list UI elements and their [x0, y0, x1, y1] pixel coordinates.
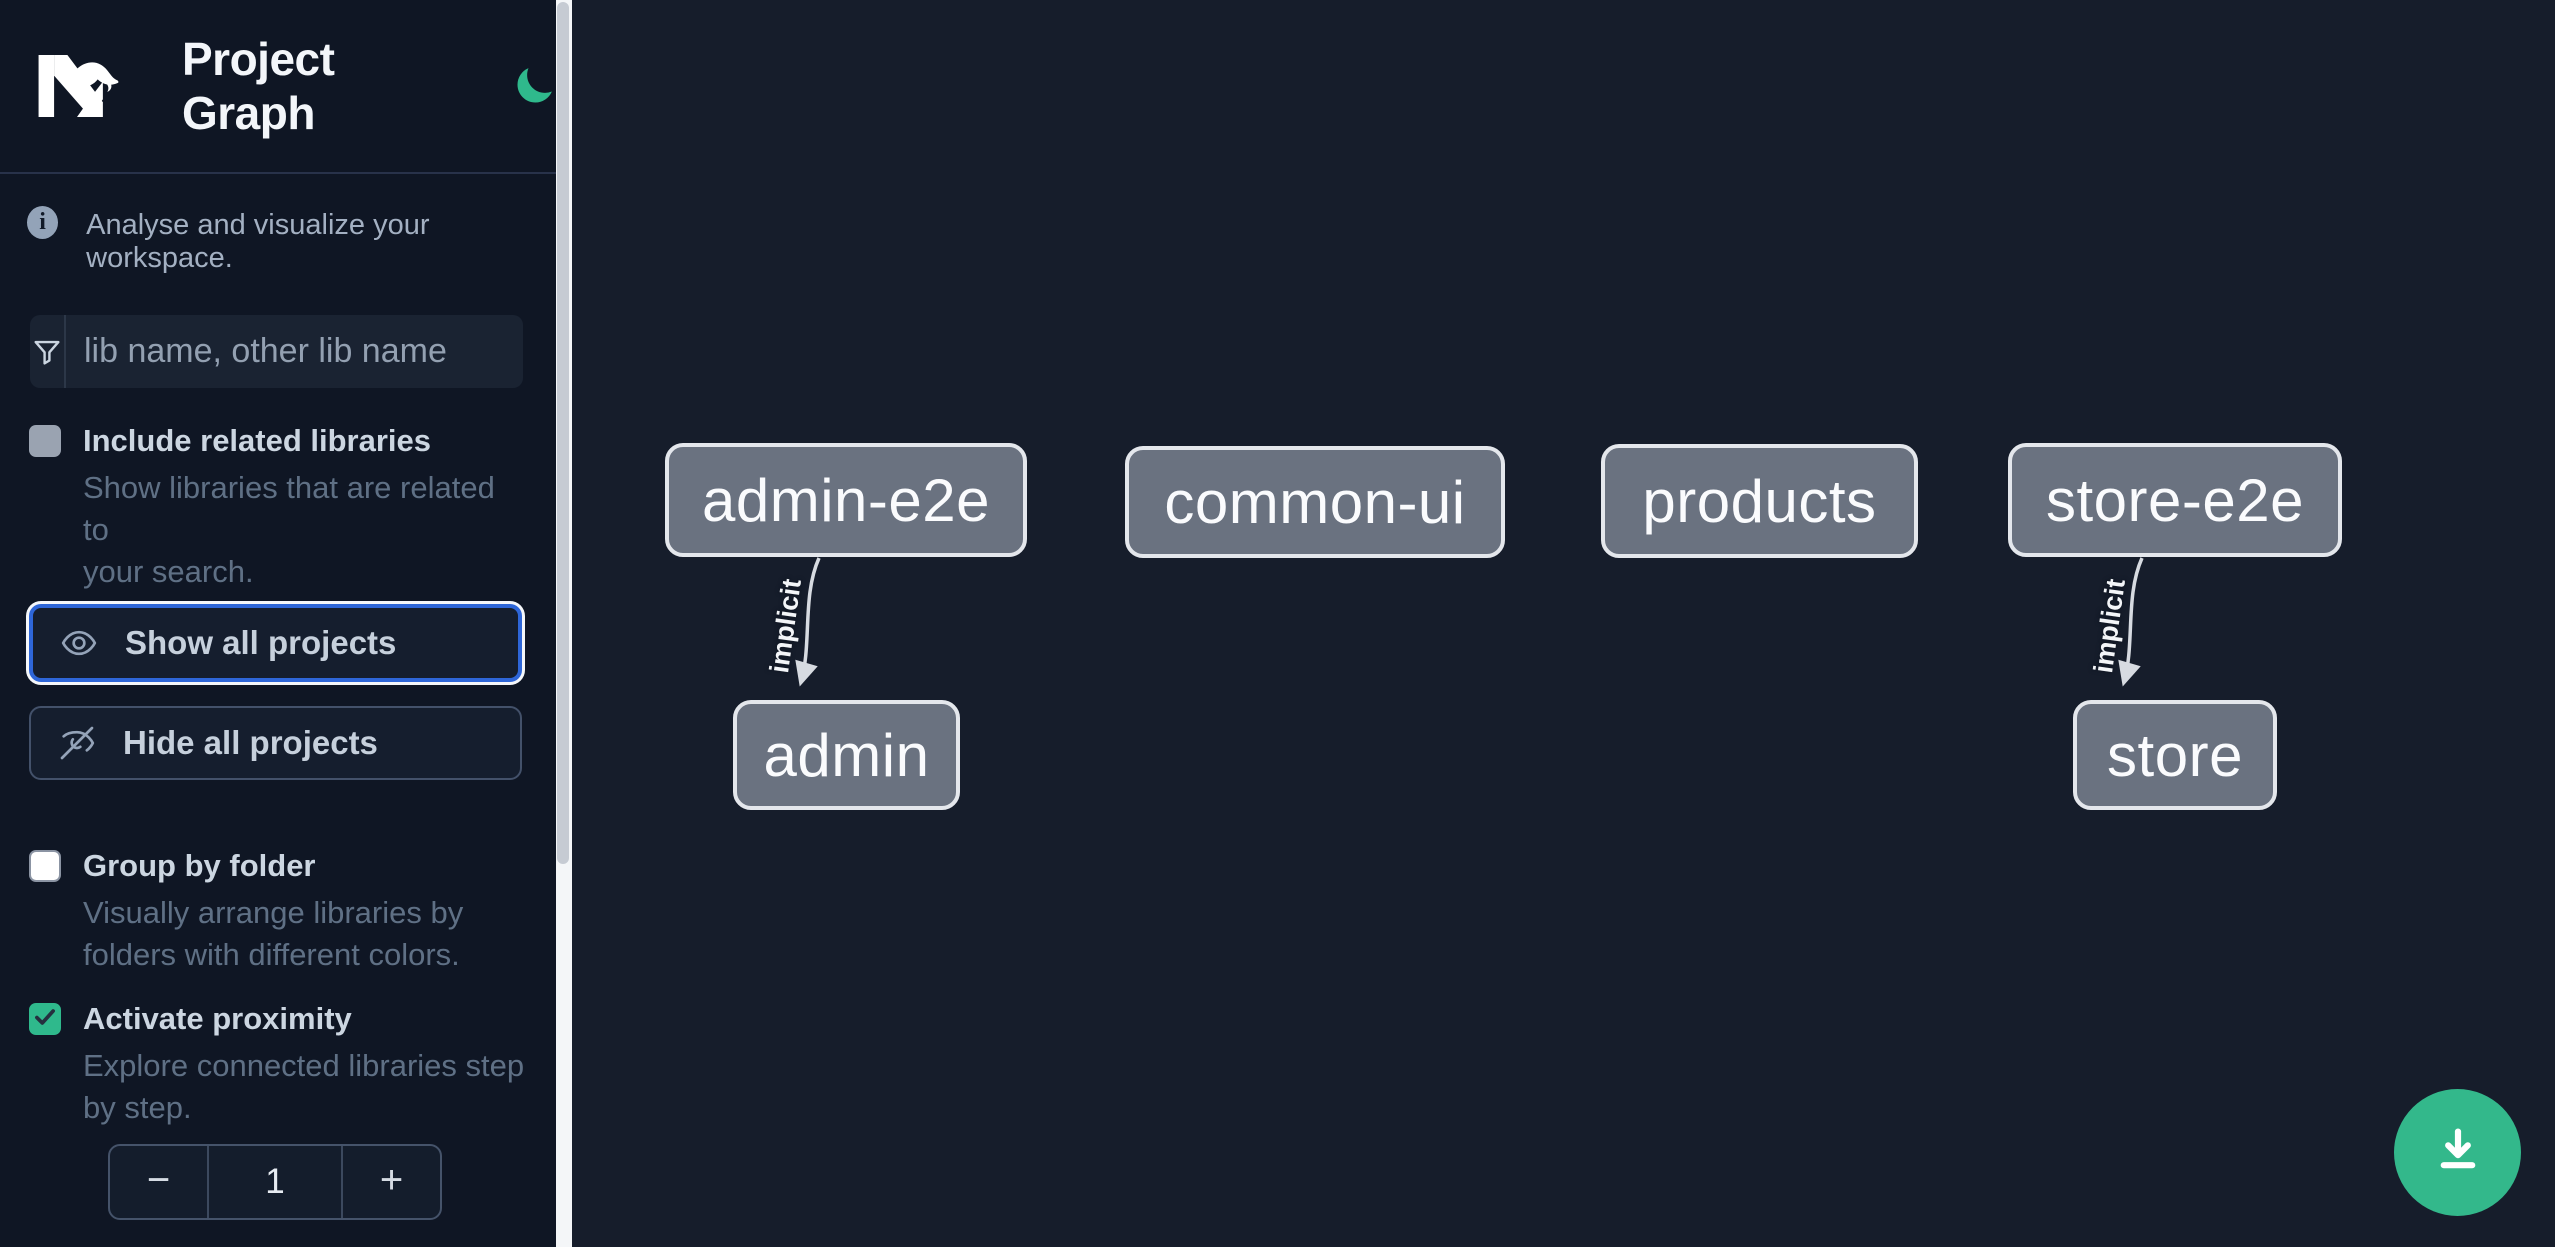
hide-all-projects-label: Hide all projects: [123, 724, 378, 761]
sidebar: Project Graph i Analyse and visualize yo…: [0, 0, 556, 1247]
theme-toggle-button[interactable]: [512, 64, 556, 108]
include-related-checkbox[interactable]: [29, 425, 61, 457]
sidebar-scrollbar: [556, 0, 572, 1247]
eye-icon: [59, 623, 101, 663]
graph-node-products[interactable]: products: [1601, 444, 1918, 558]
graph-node-admin[interactable]: admin: [733, 700, 960, 810]
include-related-label[interactable]: Include related libraries: [83, 423, 432, 458]
activate-proximity-checkbox[interactable]: [29, 1003, 61, 1035]
activate-proximity-label[interactable]: Activate proximity: [83, 1001, 352, 1036]
proximity-increment-button[interactable]: +: [343, 1146, 440, 1218]
graph-node-store[interactable]: store: [2073, 700, 2277, 810]
page-title: Project Graph: [182, 33, 335, 139]
moon-icon: [512, 68, 556, 111]
download-icon: [2427, 1120, 2489, 1185]
include-related-description: Show libraries that are related to your …: [83, 470, 495, 589]
proximity-decrement-button[interactable]: −: [110, 1146, 207, 1218]
group-by-folder-toggle: Group by folder Visually arrange librari…: [29, 848, 529, 976]
show-all-projects-label: Show all projects: [125, 624, 397, 661]
graph-edge-admin-e2e-to-admin[interactable]: [795, 557, 821, 687]
funnel-icon: [30, 315, 66, 388]
filter-input[interactable]: [66, 315, 523, 388]
hide-all-projects-button[interactable]: Hide all projects: [29, 706, 522, 780]
checkmark-icon: [32, 1004, 58, 1035]
graph-edge-store-e2e-to-store[interactable]: [2118, 557, 2144, 687]
graph-node-admin-e2e[interactable]: admin-e2e: [665, 443, 1027, 557]
sidebar-scrollbar-thumb[interactable]: [557, 2, 569, 864]
proximity-stepper: − 1 +: [108, 1144, 442, 1220]
proximity-value: 1: [207, 1146, 343, 1218]
graph-node-common-ui[interactable]: common-ui: [1125, 446, 1505, 558]
activate-proximity-description: Explore connected libraries step by step…: [83, 1048, 525, 1125]
info-icon: i: [27, 206, 59, 239]
group-by-folder-checkbox[interactable]: [29, 850, 61, 882]
show-all-projects-button[interactable]: Show all projects: [29, 604, 522, 682]
activate-proximity-toggle: Activate proximity Explore connected lib…: [29, 1001, 529, 1129]
graph-node-store-e2e[interactable]: store-e2e: [2008, 443, 2342, 557]
tagline-text: Analyse and visualize your workspace.: [86, 209, 430, 274]
group-by-folder-label[interactable]: Group by folder: [83, 848, 316, 883]
group-by-folder-description: Visually arrange libraries by folders wi…: [83, 895, 464, 972]
filter-input-group: [30, 315, 523, 388]
eye-off-icon: [57, 723, 99, 763]
nx-logo: [27, 52, 127, 120]
tagline-row: i Analyse and visualize your workspace.: [27, 204, 556, 275]
download-graph-button[interactable]: [2394, 1089, 2521, 1216]
include-related-toggle: Include related libraries Show libraries…: [29, 423, 529, 593]
sidebar-header: Project Graph: [0, 0, 556, 174]
